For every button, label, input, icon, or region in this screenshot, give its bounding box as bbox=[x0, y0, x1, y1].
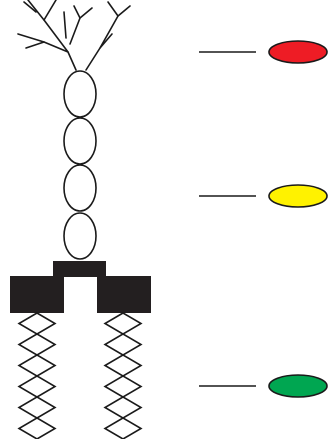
red-oval-icon bbox=[269, 41, 327, 63]
branch-center-1 bbox=[64, 12, 66, 38]
branch-main-right bbox=[86, 2, 118, 70]
zigzag-strand-1-left bbox=[19, 313, 37, 439]
branching-structure bbox=[18, 0, 130, 70]
branch-left-twig-1 bbox=[44, 0, 56, 20]
chain-oval-1 bbox=[64, 71, 96, 117]
branch-center-2 bbox=[70, 6, 80, 44]
chain-oval-3 bbox=[64, 165, 96, 211]
legend bbox=[199, 41, 327, 397]
branch-left-long-twig bbox=[26, 42, 44, 48]
membrane-blocks bbox=[10, 261, 151, 313]
zigzag-strand-1-right bbox=[37, 313, 55, 439]
chain-oval-4 bbox=[64, 213, 96, 259]
yellow-oval-icon bbox=[269, 185, 327, 207]
zigzag-strands bbox=[19, 313, 141, 439]
chain-oval-2 bbox=[64, 118, 96, 164]
green-oval-icon bbox=[269, 375, 327, 397]
block-right bbox=[97, 276, 151, 313]
oval-chain bbox=[64, 71, 96, 259]
zigzag-strand-2-right bbox=[123, 313, 141, 439]
zigzag-strand-2-left bbox=[105, 313, 123, 439]
block-left bbox=[10, 276, 64, 313]
branch-right-twig-1 bbox=[118, 6, 130, 16]
block-top-center bbox=[53, 261, 106, 277]
branch-center-2-twig bbox=[80, 8, 92, 18]
